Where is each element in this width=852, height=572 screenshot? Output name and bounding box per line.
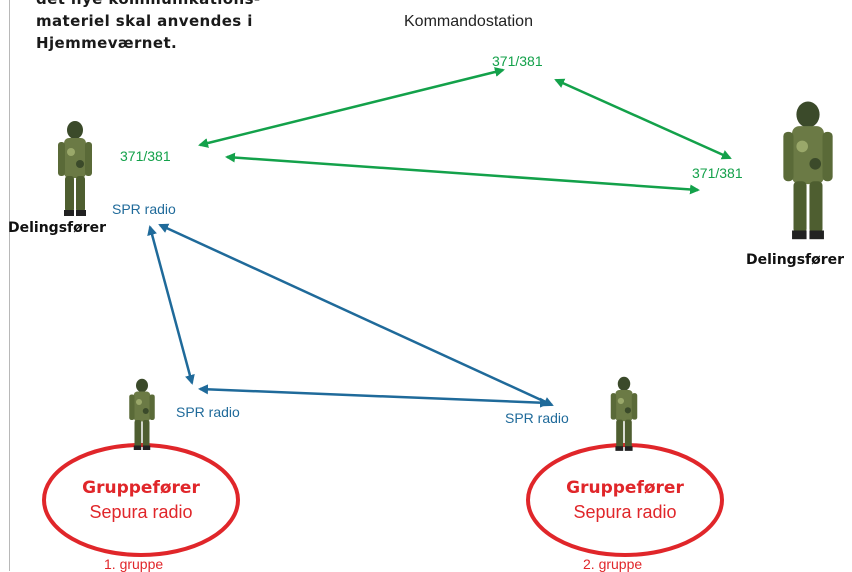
soldier-icon [783,101,833,240]
group-2-label: 2. gruppe [583,556,643,572]
intro-text: det nye kommunikations- materiel skal an… [36,0,336,54]
link-leader-left-to-leader-right [225,152,700,195]
leader-right-radio-green: 371/381 [692,165,743,181]
link-command-to-leader-right [554,78,732,160]
group-1-leader-title: Gruppefører [82,478,200,498]
link-leader-left-to-command [198,67,505,148]
group-2-leader-radio: Sepura radio [573,502,677,522]
leader-left-role: Delingsfører [8,220,107,236]
soldier-icon [129,378,155,450]
left-border-line [9,0,10,571]
leader-right-role: Delingsfører [746,252,845,268]
soldier-icon [58,121,92,216]
intro-line: materiel skal anvendes i [36,12,253,30]
link-group-1-to-group-2 [198,384,550,408]
soldier-icon [610,376,638,451]
group-1-radio-blue: SPR radio [176,404,240,420]
group-1-leader-label: Gruppefører Sepura radio [44,476,238,524]
group-1-label: 1. gruppe [104,556,164,572]
intro-line: det nye kommunikations- [36,0,336,10]
leader-left-radio-green: 371/381 [120,148,171,164]
leader-left-radio-blue: SPR radio [112,201,176,217]
link-leader-left-to-group-2 [158,223,554,407]
group-2-radio-blue: SPR radio [505,410,569,426]
group-1-leader-radio: Sepura radio [89,502,193,522]
command-station-radio: 371/381 [492,53,543,69]
group-2-leader-title: Gruppefører [566,478,684,498]
group-2-leader-label: Gruppefører Sepura radio [528,476,722,524]
command-station-label: Kommandostation [404,13,533,30]
intro-line: Hjemmeværnet. [36,34,178,52]
link-leader-left-to-group-1 [147,225,195,385]
